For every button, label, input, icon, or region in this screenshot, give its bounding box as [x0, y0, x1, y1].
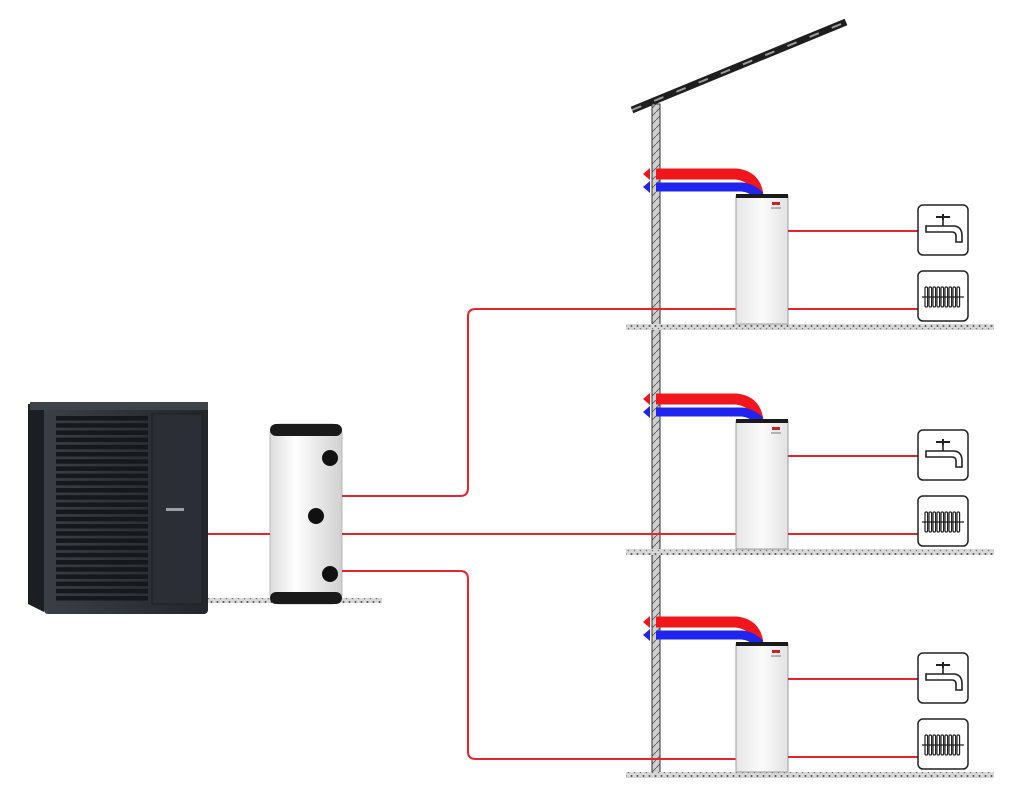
louvre-slat: [56, 560, 148, 565]
buffer-tank: [269, 423, 343, 605]
louvre-slat: [56, 538, 148, 543]
louvre-slat: [56, 531, 148, 536]
interface-unit: [735, 419, 789, 550]
unit-indicator-icon: [772, 427, 780, 430]
return-arrow-icon: [643, 629, 650, 641]
pipe-tank-to-floor-1: [342, 308, 738, 497]
radiator-icon: [917, 270, 969, 322]
louvre-slat: [56, 574, 148, 579]
louvre-slat: [56, 516, 148, 522]
unit-indicator-icon: [772, 650, 780, 653]
floor-3: [643, 616, 969, 773]
radiator-icon: [917, 495, 969, 547]
floor-1: [643, 168, 969, 325]
louvre-slat: [56, 545, 148, 551]
louvre-slat: [56, 466, 148, 471]
louvre-slat: [56, 423, 148, 428]
roof: [630, 18, 848, 114]
hot-water-tap-icon: [917, 429, 969, 481]
louvre-slat: [56, 437, 148, 443]
hot-water-tap-icon: [917, 652, 969, 704]
louvre-slat: [56, 473, 148, 479]
supply-arrow-icon: [643, 393, 650, 405]
louvre-slat: [56, 495, 148, 500]
supply-arrow-icon: [643, 168, 650, 180]
supply-arrow-icon: [643, 616, 650, 628]
louvre-slat: [56, 588, 148, 594]
heat-pump-grille: [56, 416, 148, 601]
louvre-slat: [56, 524, 148, 529]
hot-water-tap-icon: [917, 204, 969, 256]
louvre-slat: [56, 452, 148, 457]
louvre-slat: [56, 416, 148, 421]
distribution-pipes: [208, 308, 738, 760]
floor-slab-3: [626, 772, 994, 778]
louvre-slat: [56, 567, 148, 572]
floors: [643, 168, 969, 773]
floor-slab-2: [626, 549, 994, 555]
unit-indicator-icon: [772, 202, 780, 205]
louvre-slat: [56, 581, 148, 587]
building-wall: [651, 103, 661, 777]
heat-pump-unit: [28, 402, 208, 614]
louvre-slat: [56, 480, 148, 486]
louvre-slat: [56, 509, 148, 515]
pipe-tank-to-floor-3: [342, 570, 738, 760]
tank-port-top: [322, 450, 338, 466]
louvre-slat: [56, 444, 148, 450]
radiator-icon: [917, 718, 969, 770]
tank-port-bottom: [322, 566, 338, 582]
interface-unit: [735, 194, 789, 325]
louvre-slat: [56, 430, 148, 435]
louvre-slat: [56, 596, 148, 601]
floor-slab-1: [626, 324, 994, 330]
louvre-slat: [56, 459, 148, 464]
louvre-slat: [56, 488, 148, 493]
return-arrow-icon: [643, 181, 650, 193]
tank-port-middle: [308, 508, 324, 524]
return-arrow-icon: [643, 406, 650, 418]
floor-2: [643, 393, 969, 550]
interface-unit: [735, 642, 789, 773]
louvre-slat: [56, 502, 148, 507]
louvre-slat: [56, 552, 148, 558]
